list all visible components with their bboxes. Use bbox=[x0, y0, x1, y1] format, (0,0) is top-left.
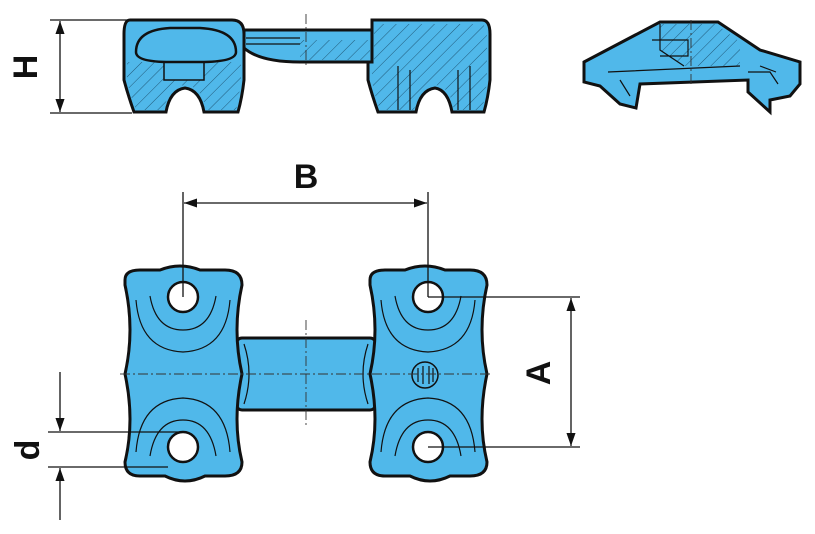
plan-view bbox=[120, 264, 492, 483]
hole-bottom-left bbox=[166, 430, 200, 464]
dimension-h: H bbox=[7, 19, 132, 114]
dimension-label-a: A bbox=[520, 361, 558, 386]
side-section-view bbox=[122, 14, 492, 114]
dimension-a: A bbox=[428, 296, 580, 448]
dimension-label-b: B bbox=[294, 158, 319, 196]
plan-left-link bbox=[123, 264, 244, 483]
section-ring bbox=[134, 26, 238, 64]
dimension-d: d bbox=[9, 372, 183, 520]
dimension-b: B bbox=[182, 158, 429, 297]
manufacturer-logo bbox=[411, 361, 439, 389]
dimension-label-h: H bbox=[7, 55, 45, 80]
dimension-label-d: d bbox=[9, 440, 47, 461]
perspective-view bbox=[582, 20, 802, 116]
